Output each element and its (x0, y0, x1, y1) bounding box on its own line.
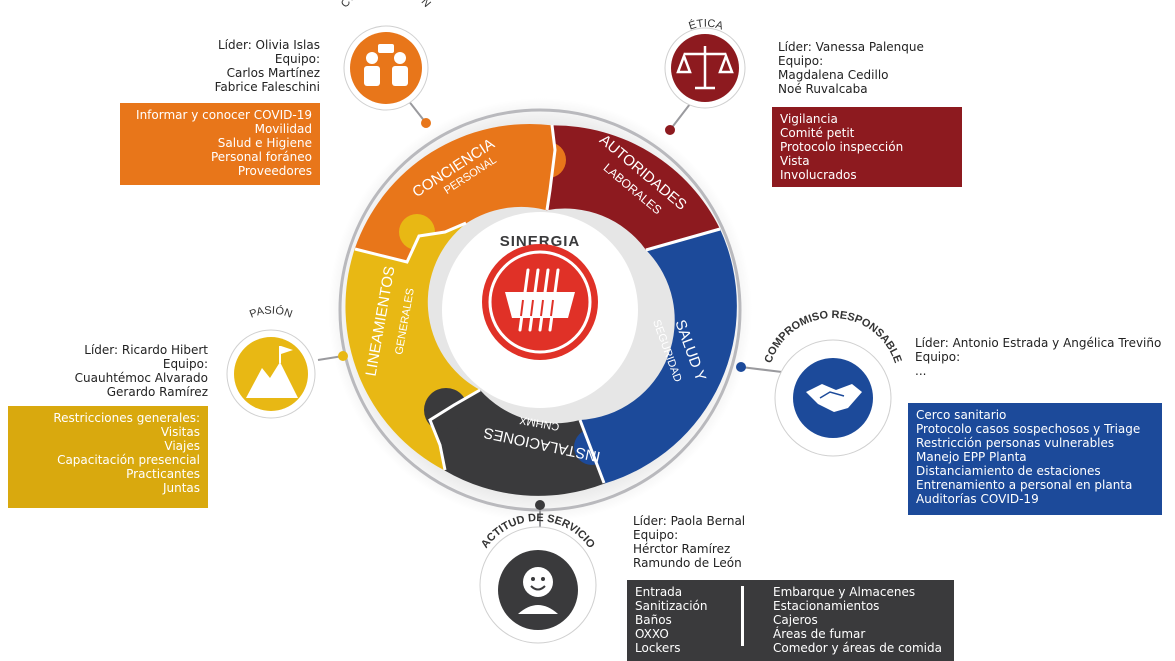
box-item: Capacitación presencial (57, 453, 200, 467)
box-autoridades: Vigilancia Comité petit Protocolo inspec… (772, 107, 962, 187)
badge-pasion: PASIÓN (226, 304, 316, 419)
box-item: Salud e Higiene (217, 136, 312, 150)
box-item: Comité petit (780, 126, 855, 140)
info-pasion: Líder: Ricardo Hibert Equipo: Cuauhtémoc… (60, 343, 208, 399)
knob-conciencia (530, 142, 566, 178)
knob-salud-bottom (574, 429, 610, 465)
box-item: Cajeros (773, 613, 818, 627)
center-logo-emblem-icon (505, 268, 575, 332)
knob-salud (660, 244, 696, 280)
info-comunicacion: Líder: Olivia Islas Equipo: Carlos Martí… (190, 38, 320, 94)
segment-autoridades (546, 125, 720, 250)
info-line: Equipo: (162, 357, 208, 371)
box-item: Practicantes (126, 467, 200, 481)
box-item: Proveedores (237, 164, 312, 178)
connector-dot-comunicacion (421, 118, 431, 128)
info-compromiso: Líder: Antonio Estrada y Angélica Treviñ… (915, 336, 1173, 378)
box-item: Manejo EPP Planta (916, 450, 1027, 464)
box-item: Personal foráneo (210, 150, 312, 164)
handshake-icon (806, 384, 862, 412)
info-line: Magdalena Cedillo (778, 68, 889, 82)
box-item: Restricciones generales: (53, 411, 200, 425)
center-logo-ring (488, 250, 592, 354)
box-item: Movilidad (254, 122, 312, 136)
box-item: Baños (635, 613, 672, 627)
box-item: Lockers (635, 641, 681, 655)
box-item: Estacionamientos (773, 599, 880, 613)
box-item: Vigilancia (780, 112, 838, 126)
box-item: Distanciamiento de estaciones (916, 464, 1101, 478)
info-line: Líder: Antonio Estrada y Angélica Treviñ… (915, 336, 1162, 350)
info-line: Equipo: (274, 52, 320, 66)
box-item: Comedor y áreas de comida (773, 641, 942, 655)
box-conciencia: Informar y conocer COVID-19 Movilidad Sa… (120, 103, 320, 185)
box-column-left: Entrada Sanitización Baños OXXO Lockers (635, 585, 707, 655)
box-item: Embarque y Almacenes (773, 585, 916, 599)
info-line: Líder: Ricardo Hibert (84, 343, 208, 357)
center-title: SINERGIA (500, 233, 581, 250)
box-item: OXXO (635, 627, 669, 641)
badge-compromiso: COMPROMISO RESPONSABLE (762, 309, 904, 457)
info-actitud: Líder: Paola Bernal Equipo: Hérctor Ramí… (633, 514, 793, 570)
box-salud: Cerco sanitario Protocolo casos sospecho… (908, 403, 1162, 515)
segment-separators (354, 124, 721, 484)
box-divider (741, 586, 744, 646)
info-line: Líder: Paola Bernal (633, 514, 746, 528)
svg-text:COMUNICACIÓN: COMUNICACIÓN (339, 0, 433, 10)
info-line: Equipo: (778, 54, 824, 68)
box-item: Informar y conocer COVID-19 (136, 108, 312, 122)
info-line: ... (915, 364, 927, 378)
box-item: Protocolo inspección (780, 140, 904, 154)
connector-dot-pasion (338, 351, 348, 361)
info-etica: Líder: Vanessa Palenque Equipo: Magdalen… (778, 40, 958, 96)
smiley-person-icon (518, 567, 558, 614)
people-chat-icon (364, 44, 408, 86)
connector-dot-etica (665, 125, 675, 135)
box-item: Entrenamiento a personal en planta (916, 478, 1133, 492)
info-line: Hérctor Ramírez (633, 542, 731, 556)
info-line: Cuauhtémoc Alvarado (74, 371, 208, 385)
box-item: Áreas de fumar (773, 627, 866, 641)
box-item: Juntas (162, 481, 200, 495)
mountain-flag-icon (246, 346, 298, 398)
segment-salud (580, 229, 737, 484)
box-item: Sanitización (635, 599, 708, 613)
segment-instalaciones (430, 390, 605, 496)
badge-actitud: ACTITUD DE SERVICIO (479, 512, 597, 644)
badge-label-comunicacion: COMUNICACIÓN (339, 0, 433, 10)
box-item: Visitas (160, 425, 200, 439)
box-lineamientos: Restricciones generales: Visitas Viajes … (8, 406, 208, 508)
svg-text:PASIÓN: PASIÓN (248, 304, 294, 321)
info-line: Ramundo de León (633, 556, 742, 570)
box-item: Viajes (164, 439, 200, 453)
info-line: Líder: Vanessa Palenque (778, 40, 924, 54)
badge-label-pasion: PASIÓN (248, 304, 294, 321)
box-instalaciones: Entrada Sanitización Baños OXXO Lockers … (627, 580, 954, 661)
box-column-right: Embarque y Almacenes Estacionamientos Ca… (773, 585, 942, 655)
box-item: Vista (780, 154, 810, 168)
box-item: Cerco sanitario (916, 408, 1007, 422)
info-line: Gerardo Ramírez (106, 385, 208, 399)
info-line: Equipo: (633, 528, 679, 542)
info-line: Equipo: (915, 350, 961, 364)
scales-icon (676, 46, 734, 90)
connector-dot-actitud (535, 500, 545, 510)
box-item: Involucrados (780, 168, 857, 182)
box-item: Auditorías COVID-19 (916, 492, 1039, 506)
connector-dot-compromiso (736, 362, 746, 372)
info-line: Líder: Olivia Islas (217, 38, 320, 52)
badge-comunicacion: COMUNICACIÓN (339, 0, 433, 111)
badge-etica: ÉTICA (664, 18, 746, 109)
info-line: Noé Ruvalcaba (778, 82, 868, 96)
info-line: Carlos Martínez (226, 66, 320, 80)
box-item: Restricción personas vulnerables (916, 436, 1115, 450)
box-item: Protocolo casos sospechosos y Triage (916, 422, 1141, 436)
box-item: Entrada (635, 585, 683, 599)
knob-lineamientos (399, 214, 435, 250)
info-line: Fabrice Faleschini (214, 80, 320, 94)
